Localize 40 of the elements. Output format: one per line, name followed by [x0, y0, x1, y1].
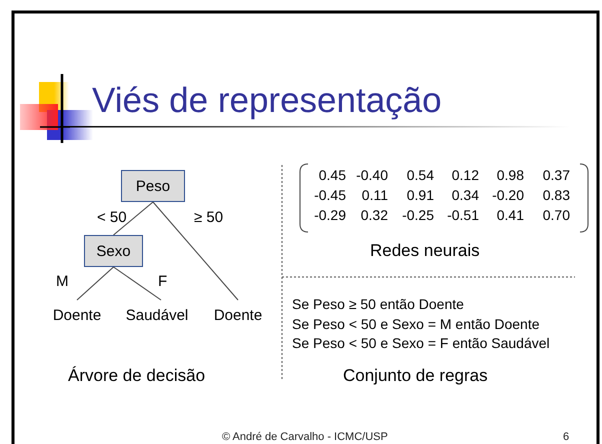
matrix-value: 0.98 [496, 167, 524, 183]
page-number: 6 [563, 431, 570, 443]
leaf-label: Doente [205, 300, 271, 330]
matrix-value: -0.29 [313, 207, 346, 223]
matrix-value: -0.51 [446, 207, 479, 223]
matrix-value: -0.45 [313, 187, 346, 203]
matrix-value: 0.11 [360, 187, 388, 203]
matrix-value: 0.91 [406, 187, 434, 203]
leaf-label: Doente [44, 300, 110, 330]
edge-label: F [158, 273, 168, 290]
matrix-value: 0.70 [542, 207, 570, 223]
matrix-value: 0.34 [450, 187, 479, 203]
edge-label: < 50 [97, 209, 127, 226]
rule-text: Se Peso < 50 e Sexo = M então Doente [292, 316, 540, 332]
matrix-value: 0.32 [360, 207, 388, 223]
tree-branch [76, 266, 114, 300]
matrix-value: -0.25 [401, 207, 434, 223]
matrix-value: -0.40 [355, 167, 388, 183]
decision-box: Peso [121, 170, 185, 202]
slide-title: Viés de representação [92, 83, 442, 118]
footer-text: © André de Carvalho - ICMC/USP [222, 431, 388, 443]
matrix-value: 0.45 [318, 167, 346, 183]
section-caption: Conjunto de regras [343, 366, 488, 386]
section-caption: Árvore de decisão [68, 366, 206, 386]
matrix-value: 0.54 [406, 167, 434, 183]
decision-box: Sexo [84, 235, 143, 267]
matrix-value: 0.41 [496, 207, 524, 223]
section-caption: Redes neurais [370, 241, 480, 261]
matrix-value: -0.20 [491, 187, 524, 203]
matrix-value: 0.37 [542, 167, 570, 183]
matrix-value: 0.83 [542, 187, 570, 203]
tree-branch [113, 266, 162, 300]
matrix-value: 0.12 [450, 167, 479, 183]
leaf-label: Saudável [117, 300, 197, 330]
rule-text: Se Peso ≥ 50 então Doente [292, 296, 464, 312]
tree-branch [152, 202, 238, 300]
edge-label: ≥ 50 [194, 209, 224, 226]
rule-text: Se Peso < 50 e Sexo = F então Saudável [292, 335, 550, 351]
tree-branch [113, 202, 154, 236]
edge-label: M [56, 273, 68, 290]
